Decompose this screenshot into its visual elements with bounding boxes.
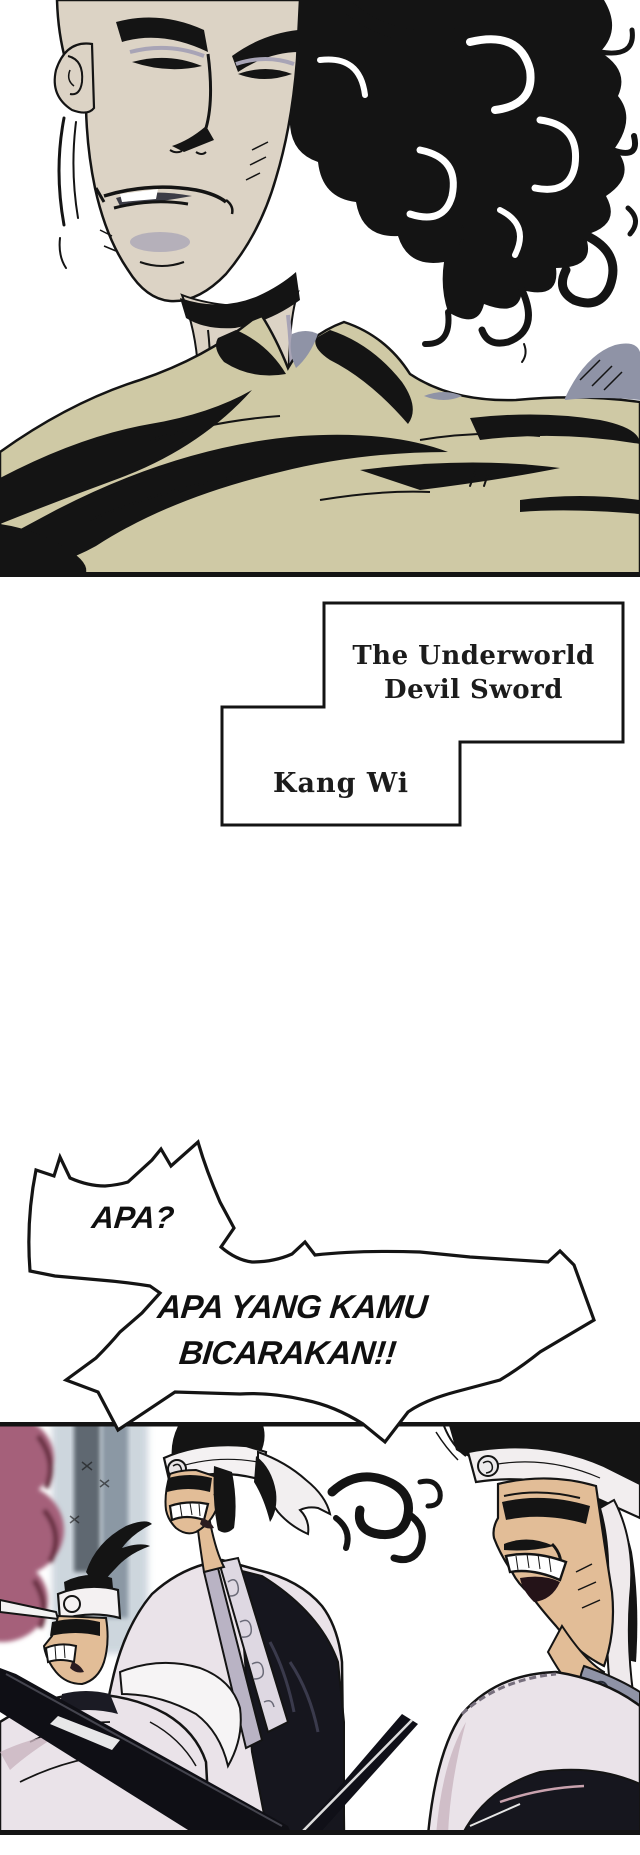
portrait-face: [53, 0, 302, 303]
mouth: [94, 185, 234, 215]
scarf: [0, 314, 640, 577]
mustache: [504, 1539, 554, 1551]
left-eye: [132, 57, 202, 70]
shout-text-2-line1: APA YANG KAMU: [155, 1288, 429, 1325]
ink-specks: [459, 225, 527, 487]
shout-text-1: APA?: [90, 1200, 176, 1235]
title-line-2: Devil Sword: [384, 674, 563, 705]
eye-shadow-band: [167, 1475, 212, 1492]
eye-shadow-band: [50, 1619, 100, 1636]
grin-teeth: [168, 1501, 210, 1522]
right-eye: [238, 69, 292, 79]
title-line-1: The Underworld: [352, 640, 595, 671]
headband: [56, 1585, 122, 1622]
nose: [169, 53, 214, 155]
grin-teeth: [504, 1552, 568, 1582]
caption-box-name: Kang Wi: [222, 742, 460, 825]
character-name: Kang Wi: [273, 768, 409, 799]
billowing-sleeve: [118, 1661, 242, 1769]
ribbon-curls: [327, 1472, 443, 1564]
sideburn-lock: [213, 1466, 236, 1533]
shout-bubble-outline: [27, 1139, 596, 1445]
panel-border-bottom: [0, 572, 640, 577]
headband-ornament: [63, 1595, 81, 1613]
lapel-pattern: [227, 1579, 275, 1708]
caption-outline: [220, 601, 625, 827]
caption-box-title: The Underworld Devil Sword: [324, 603, 623, 742]
speech-bubbles: [27, 1139, 596, 1445]
shout-text-2-line2: BICARAKAN!!: [177, 1334, 398, 1371]
panel-border-bottom: [0, 1830, 640, 1835]
eye-shadow-band: [502, 1497, 590, 1524]
panel-warriors: [0, 1422, 640, 1835]
second-blade: [298, 1714, 418, 1835]
black-blade: [0, 1668, 292, 1835]
ear: [53, 42, 96, 114]
caption-boxes: [220, 601, 625, 827]
speech-bubble-bicarakan: APA YANG KAMU BICARAKAN!!: [143, 1284, 437, 1376]
grin-teeth: [44, 1643, 78, 1664]
chin-shadow: [130, 232, 190, 252]
panel-portrait: [0, 0, 640, 577]
panel-border-top: [0, 1422, 640, 1427]
warrior-right: [426, 1422, 640, 1835]
headband-tail: [257, 1450, 332, 1536]
topknot: [86, 1521, 152, 1590]
headband-ornament: [477, 1455, 499, 1477]
left-eyebrow: [116, 17, 208, 52]
pink-blur-blob: [0, 1422, 64, 1642]
wild-hair: [232, 0, 638, 347]
speech-bubble-apa: APA?: [61, 1200, 205, 1236]
